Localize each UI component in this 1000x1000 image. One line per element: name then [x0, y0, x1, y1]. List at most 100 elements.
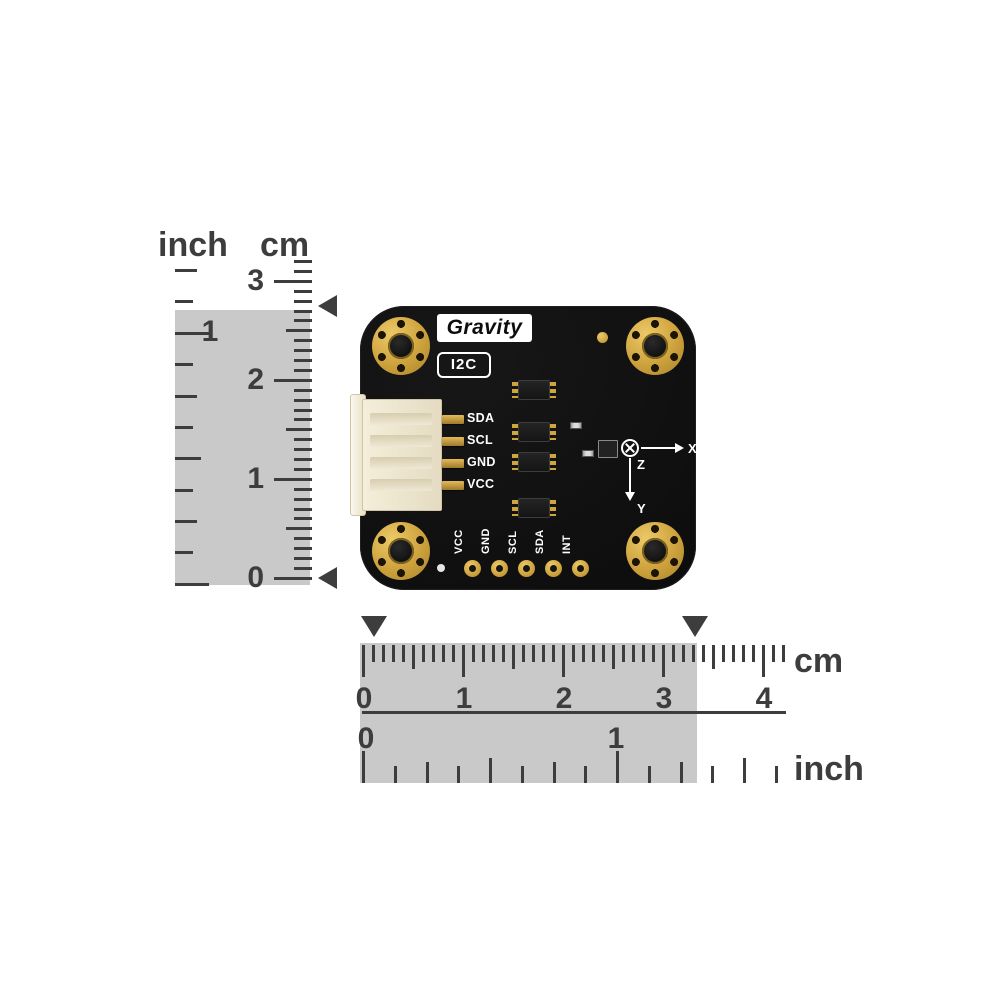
- axis-y-label: Y: [637, 501, 646, 516]
- tick-mark: [462, 645, 465, 677]
- tick-mark: [294, 398, 312, 402]
- tick-mark: [294, 339, 312, 343]
- vertical-inch-number-1: 1: [201, 315, 219, 348]
- tick-mark: [642, 645, 645, 662]
- pin-label-vcc: VCC: [467, 477, 495, 491]
- mounting-hole-bottom-right: [626, 522, 684, 580]
- tick-mark: [584, 766, 588, 783]
- axis-x-label: X: [688, 441, 697, 456]
- connector-pin-scl: [442, 437, 464, 446]
- tick-mark: [294, 537, 312, 541]
- connector-pin-sda: [442, 415, 464, 424]
- tick-mark: [175, 394, 197, 398]
- tick-mark: [402, 645, 405, 662]
- tick-mark: [393, 766, 397, 783]
- tick-mark: [175, 269, 197, 272]
- tick-mark: [612, 645, 615, 669]
- tick-mark: [679, 762, 683, 783]
- pad-label-vcc: VCC: [453, 529, 465, 554]
- tick-mark: [732, 645, 735, 662]
- tick-mark: [286, 527, 312, 531]
- axis-z-label: Z: [637, 457, 645, 472]
- tick-mark: [294, 547, 312, 551]
- tick-mark: [457, 766, 461, 783]
- tick-mark: [711, 766, 715, 783]
- tick-mark: [294, 349, 312, 353]
- pin-label-gnd: GND: [467, 455, 496, 469]
- pad-gnd: [491, 560, 508, 577]
- tick-mark: [294, 408, 312, 412]
- tick-mark: [602, 645, 605, 662]
- tick-mark: [175, 551, 193, 555]
- mounting-hole-bottom-left: [372, 522, 430, 580]
- tick-mark: [412, 645, 415, 669]
- ruler-divider: [362, 711, 786, 714]
- tick-mark: [492, 645, 495, 662]
- tick-mark: [286, 329, 312, 333]
- vertical-cm-number-0: 0: [247, 561, 264, 594]
- tick-mark: [294, 487, 312, 491]
- pad-int: [572, 560, 589, 577]
- i2c-badge: I2C: [437, 352, 491, 378]
- tick-mark: [482, 645, 485, 662]
- tick-mark: [294, 368, 312, 372]
- smd-passive-1: [570, 422, 582, 429]
- tick-mark: [422, 645, 425, 662]
- tick-mark: [743, 758, 746, 783]
- tick-mark: [294, 309, 312, 313]
- horizontal-cm-number-3: 3: [655, 682, 673, 715]
- smd-ic-4: [512, 498, 556, 518]
- tick-mark: [294, 359, 312, 362]
- tick-mark: [294, 260, 312, 263]
- tick-mark: [294, 507, 312, 511]
- tick-mark: [782, 645, 785, 662]
- vertical-inch-tick-strip: [175, 269, 209, 587]
- tick-mark: [294, 557, 312, 560]
- tick-mark: [175, 457, 201, 461]
- tick-mark: [662, 645, 665, 677]
- pad-scl: [518, 560, 535, 577]
- tick-mark: [532, 645, 535, 662]
- tick-mark: [772, 645, 775, 662]
- tick-mark: [652, 645, 655, 662]
- horizontal-inch-number-1: 1: [607, 722, 625, 755]
- tick-mark: [294, 438, 312, 442]
- tick-mark: [294, 497, 312, 501]
- tick-mark: [542, 645, 545, 662]
- tick-mark: [502, 645, 505, 662]
- tick-mark: [552, 762, 556, 783]
- tick-mark: [294, 448, 312, 452]
- vertical-cm-number-3: 3: [247, 264, 264, 297]
- pin-label-sda: SDA: [467, 411, 495, 425]
- tick-mark: [274, 477, 312, 481]
- tick-mark: [294, 269, 312, 273]
- horizontal-inch-label: inch: [794, 750, 864, 788]
- tick-mark: [452, 645, 455, 662]
- tick-mark: [672, 645, 675, 662]
- tick-mark: [582, 645, 585, 662]
- smd-ic-3: [512, 452, 556, 472]
- tick-mark: [294, 299, 312, 303]
- connector-slot-1: [370, 413, 432, 425]
- tick-mark: [632, 645, 635, 662]
- connector-pin-gnd: [442, 459, 464, 468]
- tick-mark: [286, 428, 312, 432]
- tick-mark: [175, 331, 209, 335]
- pad-label-sda: SDA: [534, 529, 546, 554]
- mounting-hole-top-right: [626, 317, 684, 375]
- tick-mark: [472, 645, 475, 662]
- tick-mark: [175, 520, 197, 523]
- pad-label-gnd: GND: [480, 528, 492, 554]
- gravity-logo: Gravity: [437, 314, 532, 342]
- tick-mark: [294, 517, 312, 521]
- tick-mark: [294, 319, 312, 323]
- pad-label-int: INT: [561, 534, 573, 554]
- connector-slot-3: [370, 457, 432, 469]
- connector-slot-4: [370, 479, 432, 491]
- tick-mark: [294, 388, 312, 392]
- smd-ic-2: [512, 422, 556, 442]
- horizontal-cm-number-0: 0: [355, 682, 373, 715]
- tick-mark: [702, 645, 705, 662]
- connector-pin-vcc: [442, 481, 464, 490]
